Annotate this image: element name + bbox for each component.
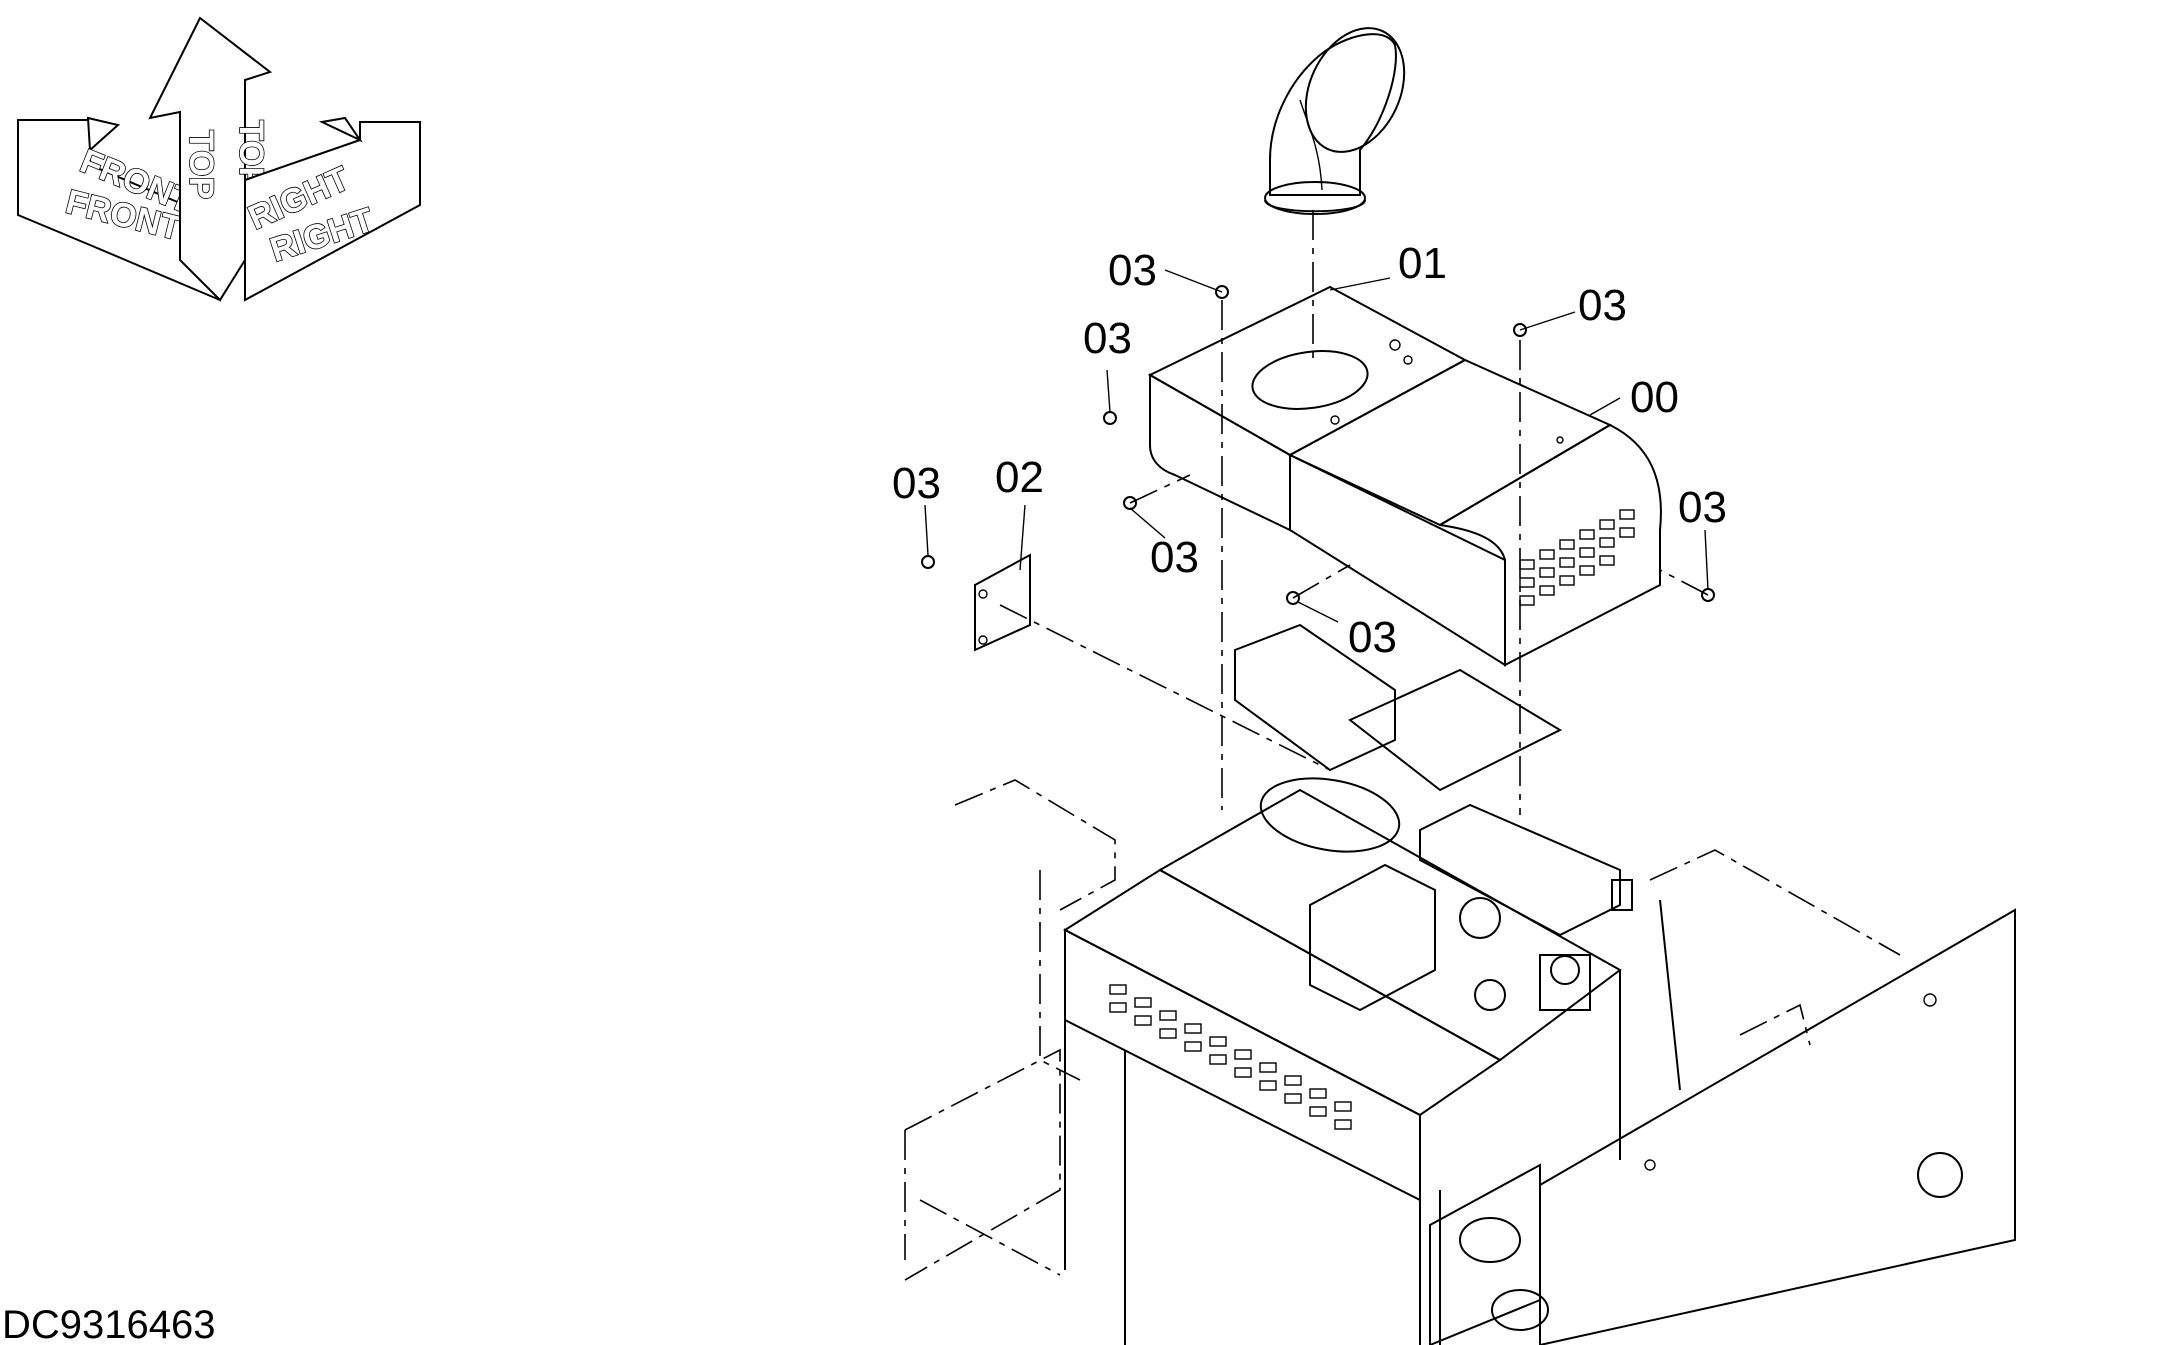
- callout-01: 01: [1398, 239, 1447, 288]
- callout-03-top-right: 03: [1578, 281, 1627, 330]
- callout-03-lower: 03: [1348, 613, 1397, 662]
- callout-03-left: 03: [892, 459, 941, 508]
- right-arrow-head: [318, 116, 363, 143]
- callout-labels: 01 00 02 03 03 03 03 03 03 03: [892, 239, 1727, 662]
- callout-03-middle: 03: [1150, 533, 1199, 582]
- assembly-center-lines: [999, 210, 1709, 815]
- document-id: DC9316463: [2, 1303, 216, 1345]
- front-arrow-head: [86, 116, 121, 153]
- side-plate: [974, 553, 1031, 652]
- exhaust-elbow-pipe: [1264, 27, 1406, 215]
- leader-lines: [924, 269, 1709, 623]
- hood-cover: [1147, 285, 1662, 667]
- orientation-arrows: FRONT FRONT TOP TOP RIGHT RIGHT: [17, 16, 421, 302]
- callout-03-top: 03: [1108, 246, 1157, 295]
- base-frame-assembly: [904, 623, 2016, 1345]
- callout-03-right: 03: [1678, 483, 1727, 532]
- callout-00: 00: [1630, 373, 1679, 422]
- top-arrow-shape: [148, 16, 273, 302]
- callout-03-left-upper: 03: [1083, 314, 1132, 363]
- callout-02: 02: [995, 453, 1044, 502]
- bolts: [921, 285, 1715, 605]
- hood-vent-grille: [1519, 509, 1635, 606]
- top-label-left: TOP: [182, 130, 220, 199]
- front-panel-grille: [1109, 984, 1352, 1130]
